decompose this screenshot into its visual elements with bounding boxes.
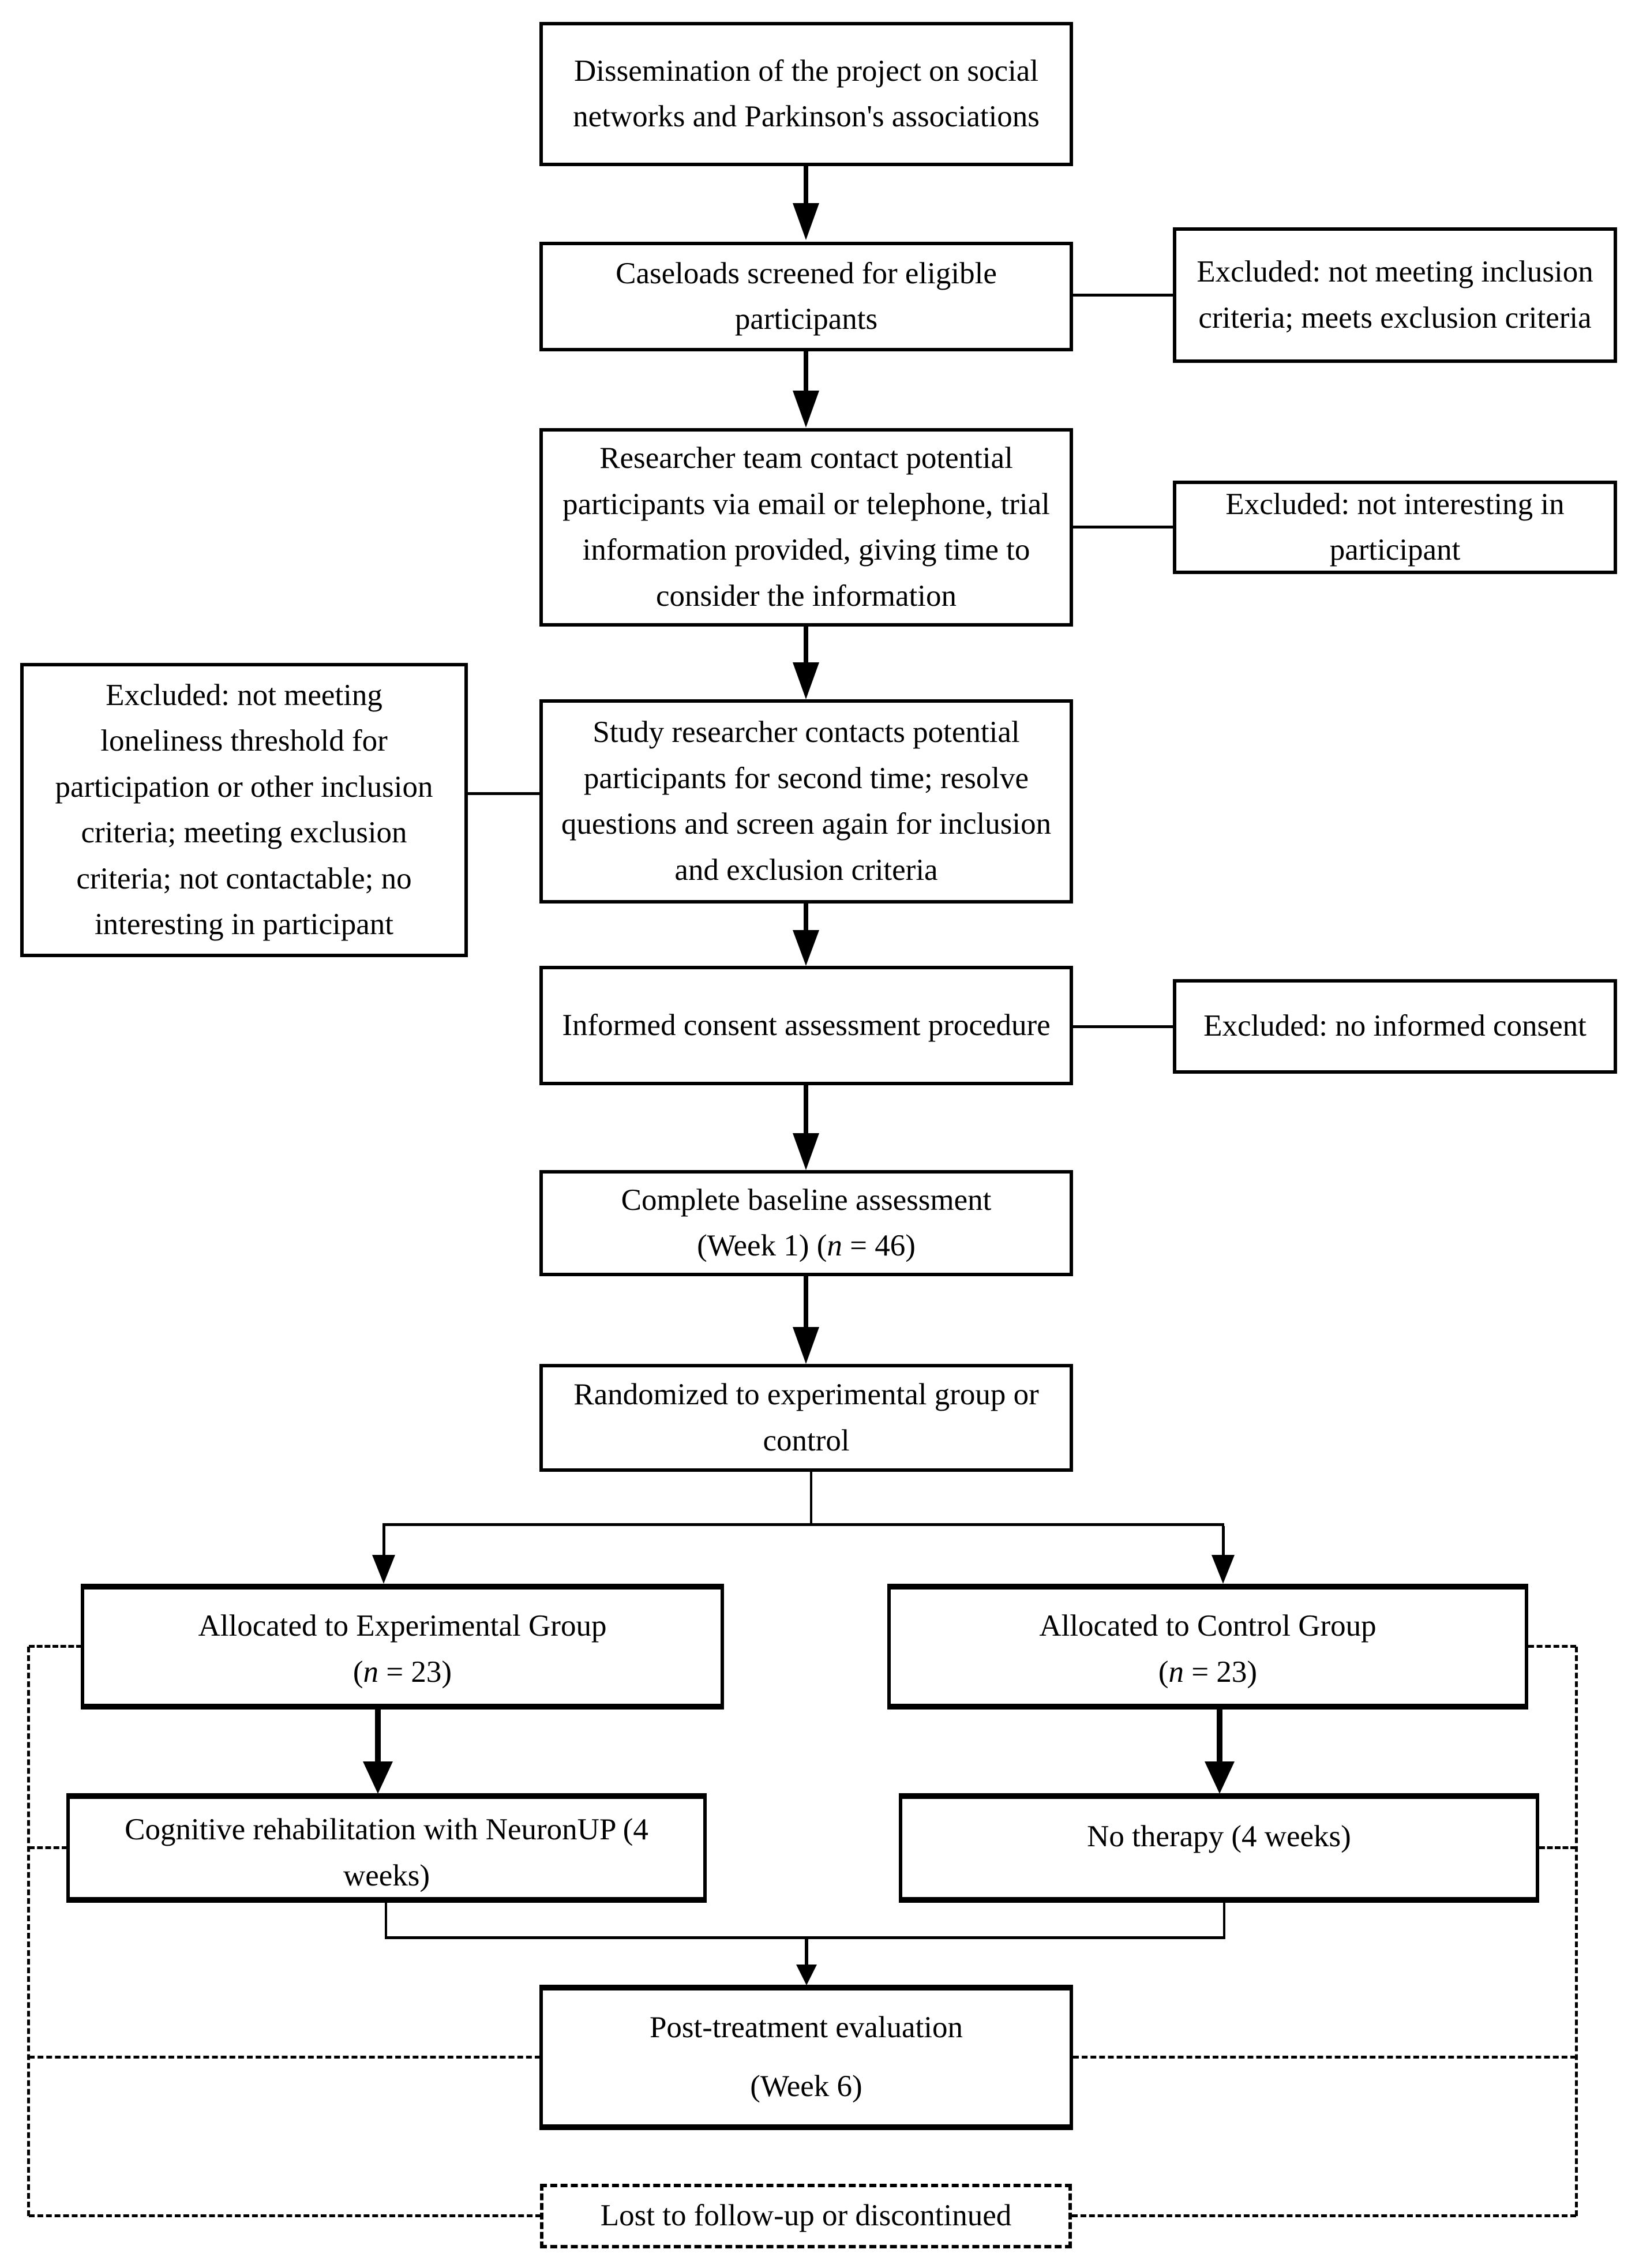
box-lost-followup-text: Lost to follow-up or discontinued	[600, 2199, 1012, 2233]
arrow-dissemination-caseloads-head	[793, 203, 819, 240]
box-informed-consent-text: Informed consent assessment procedure	[562, 1008, 1051, 1042]
box-baseline: Complete baseline assessment (Week 1) (n…	[539, 1170, 1073, 1276]
box-excluded-loneliness: Excluded: not meeting loneliness thresho…	[20, 663, 468, 957]
box-excluded-screening-text: Excluded: not meeting inclusion criteria…	[1197, 255, 1593, 335]
box-second-contact: Study researcher contacts potential part…	[539, 699, 1073, 904]
box-allocated-experimental-n: (n = 23)	[353, 1650, 452, 1696]
box-randomized: Randomized to experimental group or cont…	[539, 1364, 1073, 1472]
box-allocated-experimental-n-symbol: n	[363, 1655, 379, 1689]
box-allocated-experimental-n-prefix: (	[352, 1655, 363, 1689]
box-allocated-experimental: Allocated to Experimental Group (n = 23)	[81, 1584, 724, 1710]
box-excluded-not-interested-text: Excluded: not interesting in participant	[1225, 487, 1565, 567]
box-baseline-line2: (Week 1) (n = 46)	[697, 1223, 916, 1269]
box-allocated-control-n-suffix: = 23)	[1184, 1655, 1258, 1689]
connector-firstcontact-excluded	[1073, 526, 1173, 528]
box-second-contact-text: Study researcher contacts potential part…	[561, 715, 1052, 887]
arrow-branch-experimental-head	[372, 1555, 395, 1584]
branch-randomized-vertical	[810, 1472, 812, 1524]
box-post-treatment-line1: Post-treatment evaluation	[649, 2011, 963, 2045]
box-control-treatment-text: No therapy (4 weeks)	[1087, 1820, 1351, 1853]
arrow-caseloads-firstcontact-stem	[804, 351, 808, 392]
box-excluded-screening: Excluded: not meeting inclusion criteria…	[1173, 227, 1617, 363]
dashed-left-treatment	[29, 1846, 67, 1849]
arrow-allocctrl-treatment-head	[1205, 1761, 1235, 1794]
box-baseline-line2-n: n	[827, 1229, 842, 1262]
dashed-right-lostfollowup	[1072, 2214, 1576, 2217]
box-caseloads: Caseloads screened for eligible particip…	[539, 242, 1073, 351]
merge-control-vertical	[1223, 1903, 1225, 1939]
box-allocated-control-n-prefix: (	[1158, 1655, 1169, 1689]
box-first-contact-text: Researcher team contact potential partic…	[562, 441, 1050, 613]
box-allocated-experimental-line1: Allocated to Experimental Group	[198, 1609, 607, 1643]
dashed-left-vertical	[27, 1647, 30, 2216]
connector-secondcontact-excluded	[468, 792, 539, 795]
merge-experimental-vertical	[385, 1903, 387, 1939]
dashed-right-allocctrl	[1528, 1645, 1576, 1648]
box-randomized-text: Randomized to experimental group or cont…	[573, 1378, 1039, 1457]
box-caseloads-text: Caseloads screened for eligible particip…	[616, 256, 997, 336]
connector-consent-excluded	[1073, 1025, 1173, 1028]
arrow-baseline-randomized-head	[793, 1327, 819, 1364]
box-allocated-control-n-symbol: n	[1168, 1655, 1184, 1689]
arrow-branch-control-head	[1212, 1555, 1235, 1584]
box-allocated-control: Allocated to Control Group (n = 23)	[887, 1584, 1528, 1710]
box-baseline-line1: Complete baseline assessment	[621, 1183, 992, 1217]
box-post-treatment-line2: (Week 6)	[750, 2070, 862, 2104]
arrow-firstcontact-secondcontact-stem	[804, 627, 808, 663]
dashed-right-treatment	[1539, 1846, 1576, 1849]
box-excluded-not-interested: Excluded: not interesting in participant	[1173, 481, 1617, 574]
arrow-branch-control-stem	[1222, 1526, 1225, 1556]
branch-randomized-horizontal	[382, 1523, 1224, 1526]
box-dissemination: Dissemination of the project on social n…	[539, 22, 1073, 166]
arrow-allocexp-treatment-stem	[375, 1710, 381, 1763]
arrow-merge-posttreatment-head	[796, 1965, 817, 1985]
dashed-right-posttreatment	[1073, 2056, 1576, 2059]
dashed-left-allocexp	[29, 1645, 82, 1648]
box-baseline-line2-prefix: (Week 1) (	[697, 1229, 827, 1262]
arrow-firstcontact-secondcontact-head	[793, 662, 819, 699]
box-post-treatment: Post-treatment evaluation (Week 6)	[539, 1985, 1073, 2130]
arrow-dissemination-caseloads-stem	[804, 166, 808, 204]
arrow-branch-experimental-stem	[382, 1526, 385, 1556]
box-excluded-loneliness-text: Excluded: not meeting loneliness thresho…	[55, 678, 433, 942]
arrow-secondcontact-consent-head	[793, 930, 819, 966]
box-excluded-no-consent: Excluded: no informed consent	[1173, 979, 1617, 1074]
box-control-treatment: No therapy (4 weeks)	[899, 1793, 1539, 1903]
box-experimental-treatment-text: Cognitive rehabilitation with NeuronUP (…	[125, 1813, 648, 1892]
box-allocated-control-line1: Allocated to Control Group	[1039, 1609, 1377, 1643]
dashed-right-vertical	[1575, 1647, 1578, 2216]
box-allocated-experimental-n-suffix: = 23)	[378, 1655, 452, 1689]
arrow-consent-baseline-head	[793, 1133, 819, 1170]
arrow-baseline-randomized-stem	[804, 1276, 808, 1328]
arrow-consent-baseline-stem	[804, 1085, 808, 1134]
dashed-left-lostfollowup	[29, 2214, 541, 2217]
connector-caseloads-excluded	[1073, 294, 1173, 297]
box-lost-followup: Lost to follow-up or discontinued	[540, 2184, 1072, 2248]
arrow-merge-posttreatment-stem	[805, 1939, 808, 1966]
box-dissemination-text: Dissemination of the project on social n…	[573, 54, 1040, 134]
dashed-left-posttreatment	[29, 2056, 541, 2059]
arrow-caseloads-firstcontact-head	[793, 391, 819, 428]
box-experimental-treatment: Cognitive rehabilitation with NeuronUP (…	[66, 1793, 707, 1903]
arrow-secondcontact-consent-stem	[804, 904, 808, 931]
box-excluded-no-consent-text: Excluded: no informed consent	[1203, 1009, 1587, 1043]
arrow-allocexp-treatment-head	[363, 1761, 393, 1794]
box-allocated-control-n: (n = 23)	[1158, 1650, 1257, 1696]
merge-horizontal	[385, 1936, 1225, 1939]
box-first-contact: Researcher team contact potential partic…	[539, 428, 1073, 627]
box-baseline-line2-suffix: = 46)	[842, 1229, 916, 1262]
box-informed-consent: Informed consent assessment procedure	[539, 966, 1073, 1085]
arrow-allocctrl-treatment-stem	[1217, 1710, 1222, 1763]
